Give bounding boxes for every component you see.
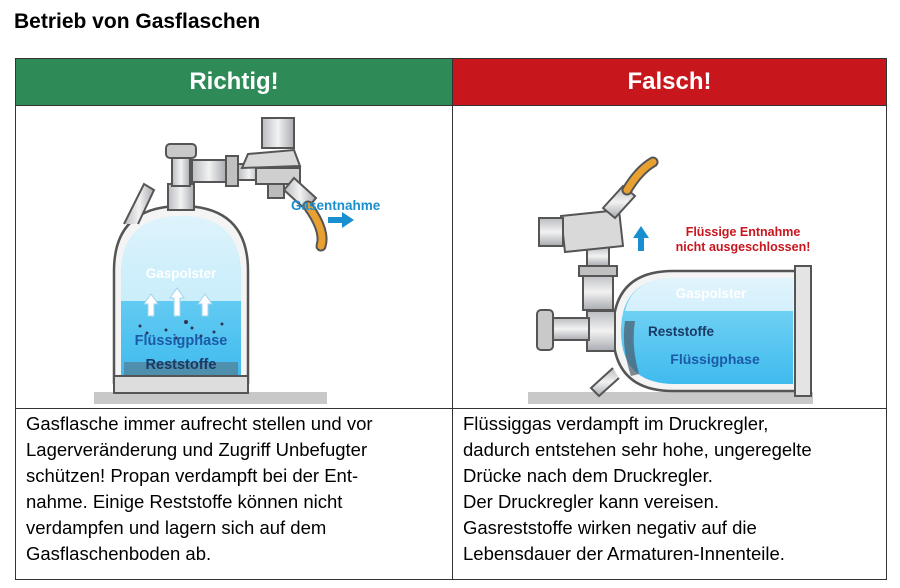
- label-gas-cushion: Gaspolster: [676, 286, 747, 301]
- gas-hose: [304, 202, 326, 250]
- description-correct: Gasflasche immer aufrecht stellen und vo…: [26, 411, 446, 567]
- valve-stem: [548, 317, 590, 341]
- pressure-regulator-icon: [240, 148, 302, 170]
- header-correct: Richtig!: [16, 59, 452, 105]
- comparison-table: Richtig! Falsch!: [15, 58, 887, 580]
- text-line: Flüssiggas verdampft im Druckregler,: [463, 413, 769, 434]
- floor-shadow: [94, 392, 327, 404]
- residue-layer: [623, 321, 639, 376]
- liquid-outlet-arrow-icon: [633, 226, 649, 251]
- text-line: nahme. Einige Reststoffe können nicht: [26, 491, 343, 512]
- label-liquid-phase: Flüssigphase: [670, 351, 760, 367]
- valve-stem: [171, 155, 191, 187]
- text-line: Drücke nach dem Druckregler.: [463, 465, 713, 486]
- residue-layer: [124, 362, 238, 376]
- text-line: Lebensdauer der Armaturen-Innenteile.: [463, 543, 785, 564]
- label-warning-line1: Flüssige Entnahme: [686, 225, 801, 239]
- text-line: Gasreststoffe wirken negativ auf die: [463, 517, 757, 538]
- cylinder-foot: [794, 265, 812, 397]
- page-title: Betrieb von Gasflaschen: [14, 10, 261, 33]
- label-gas-outlet: Gasentnahme: [291, 198, 381, 213]
- handle-guard: [589, 367, 620, 398]
- text-line: dadurch entstehen sehr hohe, ungeregelte: [463, 439, 812, 460]
- cylinder-neck: [586, 310, 616, 352]
- upright-cylinder-illustration: Gasentnahme Gaspolster Flüssigphase Rest…: [16, 106, 452, 408]
- text-line: verdampfen und lagern sich auf dem: [26, 517, 327, 538]
- label-residue: Reststoffe: [648, 324, 715, 339]
- lying-cylinder-illustration: Flüssige Entnahme nicht ausgeschlossen! …: [453, 106, 886, 408]
- text-line: Der Druckregler kann vereisen.: [463, 491, 720, 512]
- text-line: Gasflasche immer aufrecht stellen und vo…: [26, 413, 373, 434]
- image-text-divider: [16, 408, 886, 409]
- label-residue: Reststoffe: [146, 357, 217, 373]
- label-gas-cushion: Gaspolster: [146, 266, 217, 281]
- valve-handwheel-icon: [165, 143, 197, 159]
- gas-hose: [623, 158, 657, 194]
- cylinder-foot: [113, 375, 249, 394]
- label-liquid-phase: Flüssigphase: [135, 333, 228, 349]
- gas-cushion: [121, 216, 241, 301]
- text-line: schützen! Propan verdampft bei der Ent-: [26, 465, 359, 486]
- valve-handwheel-icon: [536, 309, 554, 351]
- header-divider: [16, 105, 886, 106]
- gas-outlet-arrow-icon: [328, 212, 354, 228]
- description-wrong: Flüssiggas verdampft im Druckregler, dad…: [463, 411, 883, 567]
- header-wrong: Falsch!: [453, 59, 886, 105]
- vapor-arrows: [143, 287, 213, 317]
- handle-guard: [123, 182, 156, 225]
- text-line: Lagerveränderung und Zugriff Unbefugter: [26, 439, 368, 460]
- label-warning-line2: nicht ausgeschlossen!: [676, 240, 811, 254]
- gas-cushion: [625, 278, 793, 311]
- text-line: Gasflaschenboden ab.: [26, 543, 212, 564]
- residue-particles: [138, 320, 224, 340]
- valve-outlet: [191, 159, 227, 183]
- valve-outlet: [582, 273, 614, 311]
- column-divider: [452, 59, 453, 579]
- cylinder-neck: [167, 183, 195, 211]
- floor-shadow: [528, 392, 813, 404]
